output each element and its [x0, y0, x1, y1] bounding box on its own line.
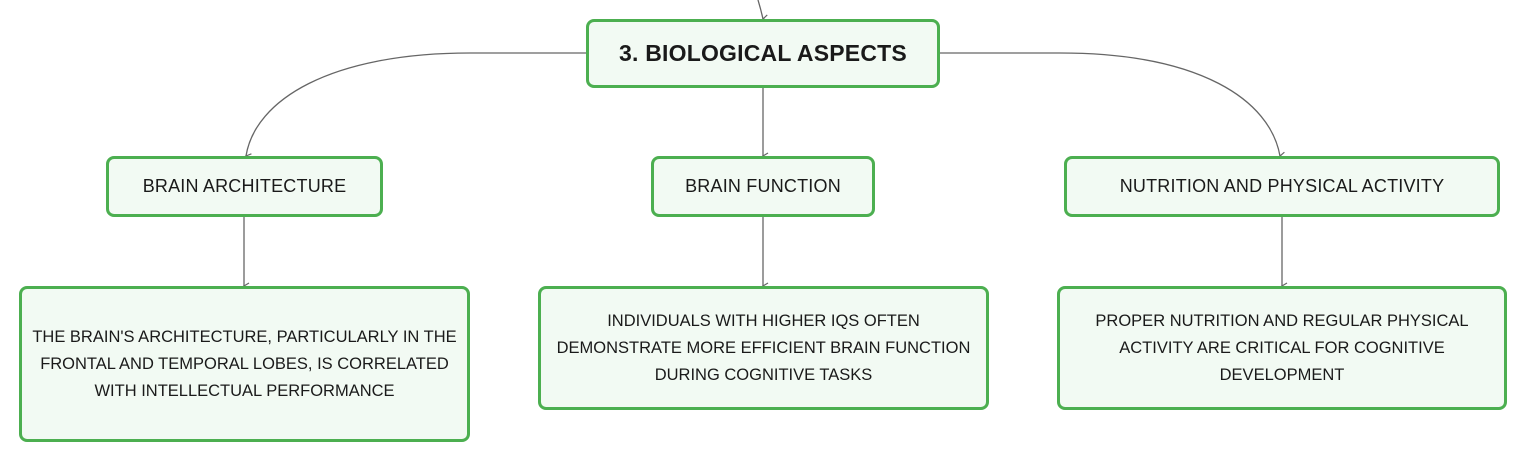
- detail-node-brain-function[interactable]: INDIVIDUALS WITH HIGHER IQS OFTEN DEMONS…: [538, 286, 989, 410]
- detail-node-nutrition-and-physical-activity[interactable]: PROPER NUTRITION AND REGULAR PHYSICAL AC…: [1057, 286, 1507, 410]
- connector-root-to-nutrition: [940, 52, 1286, 159]
- detail-node-brain-architecture[interactable]: THE BRAIN'S ARCHITECTURE, PARTICULARLY I…: [19, 286, 470, 442]
- branch-node-nutrition-and-physical-activity[interactable]: NUTRITION AND PHYSICAL ACTIVITY: [1064, 156, 1500, 217]
- root-node-biological-aspects[interactable]: 3. BIOLOGICAL ASPECTS: [586, 19, 940, 88]
- connector-root-to-brain-architecture: [244, 52, 586, 161]
- branch-node-brain-architecture[interactable]: BRAIN ARCHITECTURE: [106, 156, 383, 217]
- incoming-connector: [757, 0, 769, 22]
- branch-node-brain-function[interactable]: BRAIN FUNCTION: [651, 156, 875, 217]
